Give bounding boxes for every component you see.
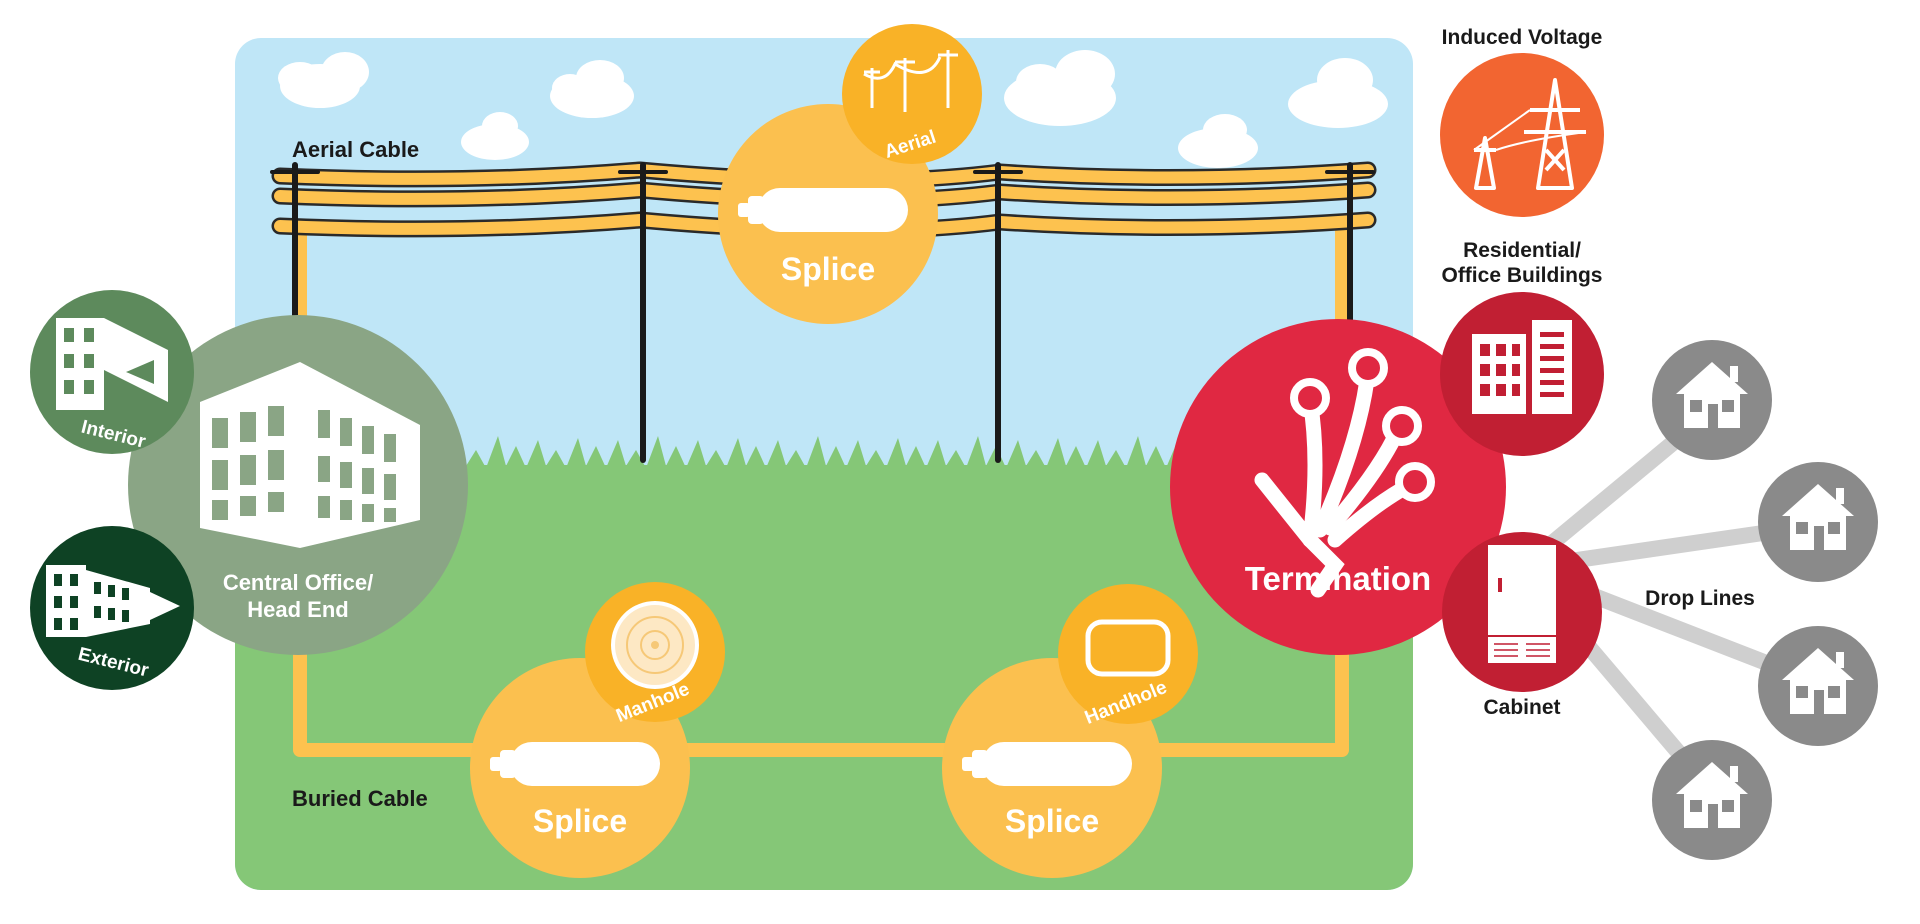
manhole-splice-label: Splice — [533, 803, 627, 839]
grass-fringe — [235, 436, 1413, 480]
termination-node: Termination — [1170, 319, 1506, 655]
house-node — [1758, 462, 1878, 582]
aerial-cable-label: Aerial Cable — [292, 137, 419, 162]
manhole-cover-icon — [611, 601, 699, 689]
house-icon — [1676, 762, 1748, 828]
cabinet-node — [1442, 532, 1602, 692]
utility-poles — [270, 162, 1375, 463]
buried-cable-label: Buried Cable — [292, 786, 428, 811]
aerial-splice-node: Splice Aerial — [718, 24, 982, 324]
aerial-splice-label: Splice — [781, 251, 875, 287]
central-office-label-line2: Head End — [247, 597, 348, 622]
utility-pole — [1325, 162, 1375, 333]
house-node — [1652, 340, 1772, 460]
house-icon — [1676, 362, 1748, 428]
residential-buildings-node — [1440, 292, 1604, 456]
manhole-splice-node: Splice Manhole — [470, 582, 725, 878]
interior-building-icon — [56, 318, 168, 410]
cabinet-label: Cabinet — [1483, 696, 1560, 719]
handhole-splice-label: Splice — [1005, 803, 1099, 839]
apartment-building-icon — [1472, 320, 1572, 414]
utility-pole — [973, 162, 1023, 463]
manhole-badge: Manhole — [585, 582, 725, 727]
cloud — [278, 52, 369, 108]
cloud — [1178, 114, 1258, 168]
induced-voltage-label: Induced Voltage — [1442, 26, 1603, 49]
house-icon — [1782, 648, 1854, 714]
splice-closure-icon — [962, 742, 1132, 786]
power-tower-icon — [1473, 78, 1587, 190]
central-office-node: Central Office/ Head End — [128, 315, 468, 655]
handhole-splice-node: Splice Handhole — [942, 584, 1198, 878]
cloud — [461, 112, 529, 160]
house-node — [1758, 626, 1878, 746]
residential-label-line1: Residential/ — [1463, 239, 1581, 262]
splice-closure-icon — [738, 188, 908, 232]
residential-label-line2: Office Buildings — [1441, 264, 1602, 287]
handhole-cover-icon — [1085, 619, 1171, 677]
interior-badge: Interior — [30, 290, 194, 454]
termination-label: Termination — [1245, 560, 1431, 597]
handhole-badge: Handhole — [1058, 584, 1198, 729]
cloud — [550, 60, 634, 118]
central-office-label-line1: Central Office/ — [223, 570, 373, 595]
exterior-badge: Exterior — [30, 526, 194, 690]
cloud — [1004, 50, 1116, 126]
utility-pole — [618, 162, 668, 463]
induced-voltage-node — [1440, 53, 1604, 217]
house-icon — [1782, 484, 1854, 550]
office-building-icon — [200, 362, 420, 548]
power-poles-icon — [863, 50, 958, 112]
drop-lines-label: Drop Lines — [1645, 587, 1755, 610]
house-node — [1652, 740, 1772, 860]
splice-closure-icon — [490, 742, 660, 786]
clouds — [278, 50, 1388, 168]
utility-pole — [270, 162, 320, 333]
cloud — [1288, 58, 1388, 128]
fiber-connector-icon — [1290, 348, 1435, 502]
aerial-badge: Aerial — [842, 24, 982, 164]
exterior-building-icon — [46, 565, 180, 637]
cabinet-icon — [1488, 545, 1556, 663]
